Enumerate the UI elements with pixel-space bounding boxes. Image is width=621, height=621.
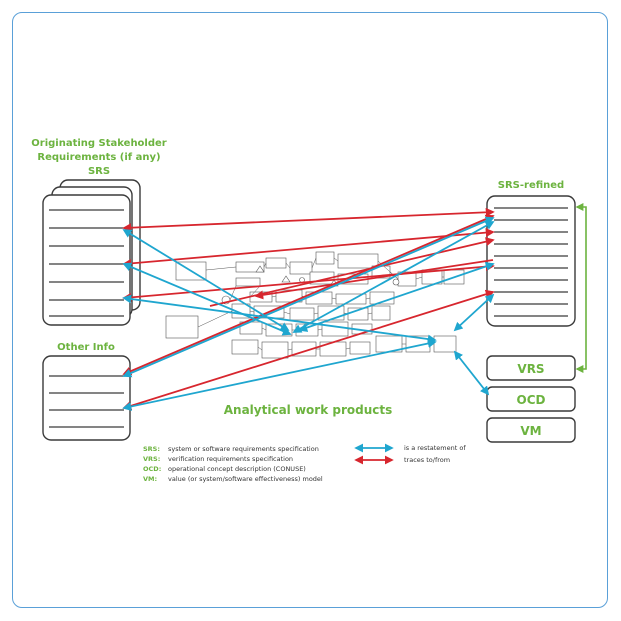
legend-key-vm: VM: — [143, 475, 157, 483]
other-info-label: Other Info — [57, 342, 115, 353]
legend-key-ocd: OCD: — [143, 465, 161, 473]
legend-key-srs: SRS: — [143, 445, 160, 453]
ocd-box: OCD — [486, 386, 576, 412]
originating-label-line1: Originating Stakeholder — [31, 138, 167, 149]
srs-refined-document — [486, 195, 576, 327]
legend-text-vm: value (or system/software effectiveness)… — [168, 475, 323, 483]
vrs-label: VRS — [517, 362, 544, 376]
green-connector — [575, 203, 587, 373]
legend-key-vrs: VRS: — [143, 455, 160, 463]
vm-box: VM — [486, 417, 576, 443]
srs-document-stack — [42, 179, 141, 326]
legend: SRS: system or software requirements spe… — [143, 443, 466, 483]
other-info-document — [42, 355, 131, 441]
blue-restatement-arrows — [122, 216, 495, 411]
analytical-label: Analytical work products — [224, 403, 393, 417]
ocd-label: OCD — [517, 393, 546, 407]
legend-red-text: traces to/from — [404, 456, 450, 464]
srs-refined-label: SRS-refined — [498, 180, 564, 191]
vm-label: VM — [520, 424, 541, 438]
originating-label-line2: Requirements (if any) — [37, 152, 160, 163]
legend-text-vrs: verification requirements specification — [168, 455, 293, 463]
legend-blue-text: is a restatement of — [404, 444, 466, 452]
vrs-box: VRS — [486, 355, 576, 381]
srs-label: SRS — [88, 166, 110, 177]
legend-text-ocd: operational concept description (CONUSE) — [168, 465, 306, 473]
legend-text-srs: system or software requirements specific… — [168, 445, 319, 453]
